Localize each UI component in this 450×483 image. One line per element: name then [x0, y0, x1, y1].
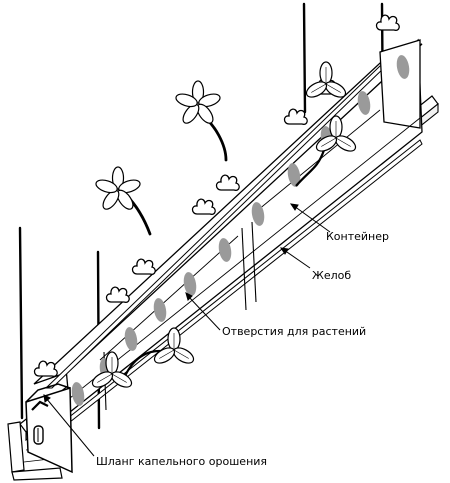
label-plant-holes: Отверстия для растений	[222, 325, 367, 338]
label-container: Контейнер	[326, 230, 389, 243]
container-clips	[33, 14, 400, 377]
label-drip-hose: Шланг капельного орошения	[96, 455, 268, 468]
plants	[89, 61, 359, 391]
leader-lines	[43, 203, 331, 457]
label-gutter: Желоб	[312, 269, 352, 282]
